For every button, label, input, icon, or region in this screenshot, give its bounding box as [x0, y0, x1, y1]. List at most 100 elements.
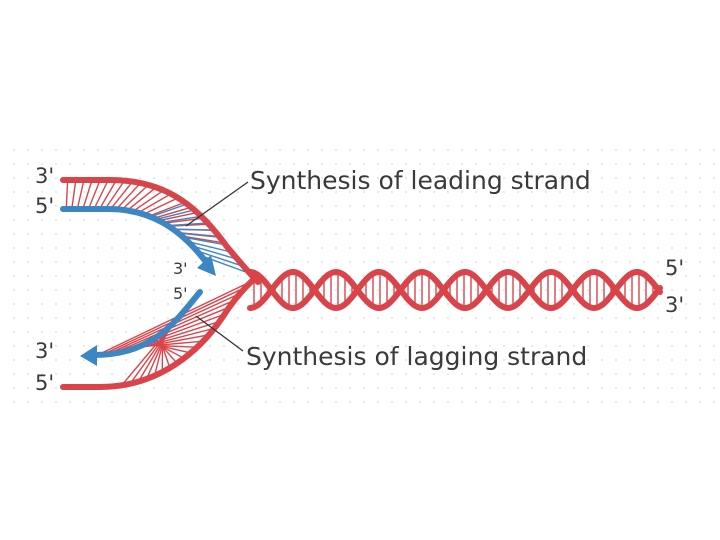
- grid-dot: [41, 401, 43, 403]
- grid-dot: [41, 317, 43, 319]
- grid-dot: [685, 233, 687, 235]
- grid-dot: [559, 247, 561, 249]
- grid-dot: [643, 149, 645, 151]
- grid-dot: [279, 331, 281, 333]
- grid-dot: [517, 219, 519, 221]
- grid-dot: [223, 289, 225, 291]
- grid-dot: [223, 149, 225, 151]
- grid-dot: [573, 331, 575, 333]
- grid-dot: [69, 261, 71, 263]
- grid-dot: [307, 149, 309, 151]
- grid-dot: [321, 401, 323, 403]
- grid-dot: [587, 317, 589, 319]
- grid-dot: [405, 387, 407, 389]
- grid-dot: [447, 303, 449, 305]
- base-pair-rung: [115, 182, 142, 210]
- grid-dot: [713, 331, 715, 333]
- grid-dot: [405, 275, 407, 277]
- grid-dot: [195, 163, 197, 165]
- grid-dot: [685, 191, 687, 193]
- grid-dot: [545, 401, 547, 403]
- grid-dot: [699, 191, 701, 193]
- grid-dot: [559, 261, 561, 263]
- grid-dot: [391, 289, 393, 291]
- grid-dot: [223, 387, 225, 389]
- grid-dot: [111, 373, 113, 375]
- grid-dot: [209, 387, 211, 389]
- grid-dot: [195, 359, 197, 361]
- base-pair-rung: [158, 211, 198, 222]
- grid-dot: [433, 289, 435, 291]
- grid-dot: [293, 177, 295, 179]
- grid-dot: [699, 261, 701, 263]
- grid-dot: [545, 359, 547, 361]
- bottom-strand-5-prime-label: 5': [35, 371, 54, 395]
- grid-dot: [461, 317, 463, 319]
- grid-dot: [293, 163, 295, 165]
- grid-dot: [293, 191, 295, 193]
- grid-dot: [517, 401, 519, 403]
- grid-dot: [601, 233, 603, 235]
- grid-dot: [251, 303, 253, 305]
- grid-dot: [685, 401, 687, 403]
- base-pair-rung: [71, 179, 77, 210]
- grid-dot: [657, 387, 659, 389]
- grid-dot: [629, 219, 631, 221]
- grid-dot: [587, 387, 589, 389]
- grid-dot: [433, 191, 435, 193]
- grid-dot: [405, 191, 407, 193]
- grid-dot: [699, 163, 701, 165]
- grid-dot: [69, 289, 71, 291]
- grid-dot: [461, 261, 463, 263]
- grid-dot: [643, 317, 645, 319]
- grid-dot: [307, 191, 309, 193]
- grid-dot: [461, 345, 463, 347]
- grid-dot: [489, 373, 491, 375]
- grid-dot: [419, 275, 421, 277]
- grid-dot: [685, 205, 687, 207]
- grid-dot: [629, 331, 631, 333]
- grid-dot: [615, 317, 617, 319]
- grid-dot: [279, 205, 281, 207]
- grid-dot: [321, 233, 323, 235]
- grid-dot: [531, 345, 533, 347]
- grid-dot: [265, 163, 267, 165]
- grid-dot: [167, 261, 169, 263]
- grid-dot: [685, 149, 687, 151]
- grid-dot: [447, 149, 449, 151]
- grid-dot: [307, 205, 309, 207]
- grid-dot: [153, 289, 155, 291]
- grid-dot: [125, 331, 127, 333]
- grid-dot: [461, 247, 463, 249]
- grid-dot: [601, 331, 603, 333]
- top-parental-strand: [60, 177, 261, 285]
- grid-dot: [713, 219, 715, 221]
- grid-dot: [13, 373, 15, 375]
- grid-dot: [349, 387, 351, 389]
- grid-dot: [153, 163, 155, 165]
- grid-dot: [405, 233, 407, 235]
- grid-dot: [265, 387, 267, 389]
- grid-dot: [125, 317, 127, 319]
- grid-dot: [83, 331, 85, 333]
- base-pair-rung: [137, 193, 172, 214]
- grid-dot: [307, 303, 309, 305]
- grid-dot: [139, 233, 141, 235]
- grid-dot: [139, 387, 141, 389]
- grid-dot: [377, 387, 379, 389]
- grid-dot: [643, 247, 645, 249]
- grid-dot: [713, 149, 715, 151]
- grid-dot: [335, 205, 337, 207]
- grid-dot: [461, 177, 463, 179]
- grid-dot: [615, 373, 617, 375]
- grid-dot: [363, 275, 365, 277]
- grid-dot: [377, 359, 379, 361]
- grid-dot: [657, 191, 659, 193]
- grid-dot: [489, 191, 491, 193]
- grid-dot: [167, 233, 169, 235]
- grid-dot: [293, 261, 295, 263]
- grid-dot: [27, 233, 29, 235]
- grid-dot: [55, 331, 57, 333]
- grid-dot: [335, 317, 337, 319]
- grid-dot: [629, 359, 631, 361]
